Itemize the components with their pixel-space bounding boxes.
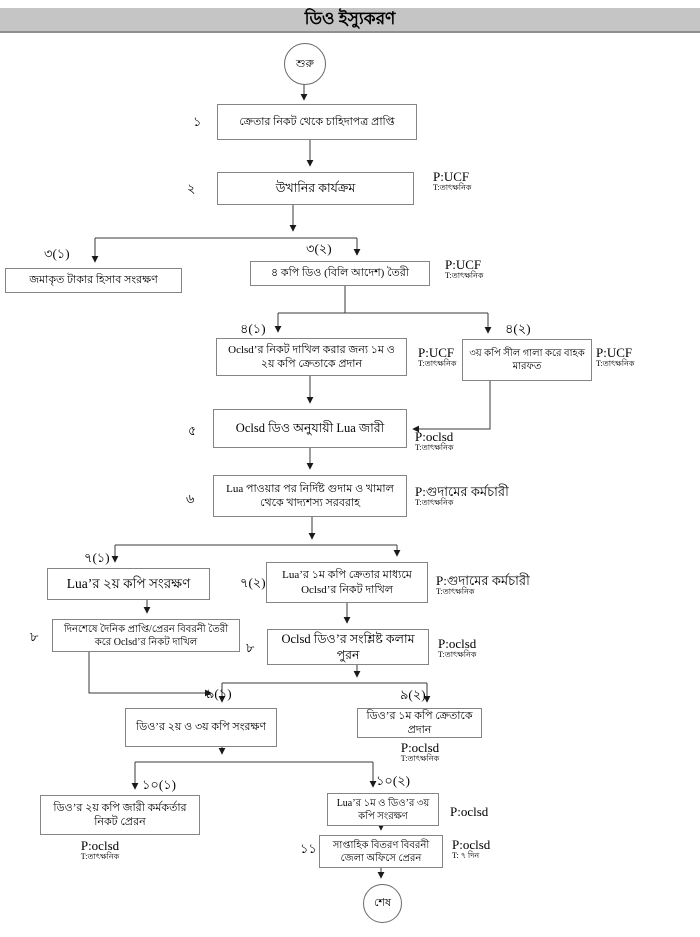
step3b-box: ৪ কপি ডিও (বিলি আদেশ) তৈরী bbox=[250, 261, 430, 286]
step9a-number: ৯(১) bbox=[206, 686, 232, 701]
process-time: T:তাৎক্ষনিক bbox=[80, 852, 120, 862]
process-owner: P:UCF bbox=[445, 257, 482, 272]
process-owner: P:oclsd bbox=[452, 837, 491, 852]
step7a-box: Lua’র ২য় কপি সংরক্ষণ bbox=[47, 568, 210, 600]
step10b-number: ১০(২) bbox=[376, 773, 410, 788]
step9b-text: ডিও’র ১ম কপি ক্রেতাকে প্রদান bbox=[366, 709, 473, 736]
step11-annotation: P:oclsd T: ৭ দিন bbox=[452, 837, 491, 861]
process-time: T:তাৎক্ষনিক bbox=[418, 359, 457, 369]
step9b-box: ডিও’র ১ম কপি ক্রেতাকে প্রদান bbox=[357, 708, 482, 738]
step4a-annotation: P:UCF T:তাৎক্ষনিক bbox=[418, 345, 457, 369]
process-time: T:তাৎক্ষনিক bbox=[596, 359, 635, 369]
step10a-text: ডিও’র ২য় কপি জারী কর্মকর্তার নিকট প্রের… bbox=[53, 801, 187, 828]
step10b-text: Lua’র ১ম ও ডিও’র ৩য় কপি সংরক্ষণ bbox=[336, 797, 430, 822]
step4a-text: Oclsd’র নিকট দাখিল করার জন্য ১ম ও ২য় কপ… bbox=[228, 343, 395, 370]
step4b-number: ৪(২) bbox=[505, 321, 531, 336]
step2-annotation: P:UCF T:তাৎক্ষনিক bbox=[433, 169, 472, 193]
step8b-annotation: P:oclsd T:তাৎক্ষনিক bbox=[438, 636, 477, 660]
step9b-number: ৯(২) bbox=[400, 687, 426, 702]
step6-number: ৬ bbox=[186, 491, 195, 506]
step3b-text: ৪ কপি ডিও (বিলি আদেশ) তৈরী bbox=[271, 267, 409, 280]
step8b-text: Oclsd ডিও’র সংশ্লিষ্ট কলাম পুরন bbox=[281, 631, 415, 662]
step7b-text: Lua’র ১ম কপি ক্রেতার মাধ্যমে Oclsd’র নিক… bbox=[282, 569, 412, 596]
step3a-box: জমাকৃত টাকার হিসাব সংরক্ষণ bbox=[5, 268, 182, 293]
step2-number: ২ bbox=[187, 181, 196, 196]
process-owner: P:গুদামের কর্মচারী bbox=[436, 573, 530, 588]
page-title: ডিও ইস্যুকরণ bbox=[0, 8, 700, 33]
step8a-text: দিনশেষে দৈনিক প্রাপ্তি/প্রেরন বিবরনী তৈর… bbox=[63, 623, 229, 648]
process-time: T:তাৎক্ষনিক bbox=[438, 650, 477, 660]
step2-box: উখানির কার্যক্রম bbox=[217, 172, 414, 205]
step7b-annotation: P:গুদামের কর্মচারী T:তাৎক্ষনিক bbox=[436, 573, 530, 597]
step4a-box: Oclsd’র নিকট দাখিল করার জন্য ১ম ও ২য় কপ… bbox=[216, 338, 407, 376]
step10a-number: ১০(১) bbox=[142, 777, 176, 792]
step4b-annotation: P:UCF T:তাৎক্ষনিক bbox=[596, 345, 635, 369]
process-owner: P:oclsd bbox=[438, 636, 477, 651]
step10b-box: Lua’র ১ম ও ডিও’র ৩য় কপি সংরক্ষণ bbox=[327, 793, 439, 826]
step3b-annotation: P:UCF T:তাৎক্ষনিক bbox=[445, 257, 484, 281]
step4b-box: ৩য় কপি সীল গালা করে বাহক মারফত bbox=[462, 339, 592, 381]
process-time: T:তাৎক্ষনিক bbox=[415, 443, 454, 453]
step4a-number: ৪(১) bbox=[240, 321, 266, 336]
process-owner: P:UCF bbox=[596, 345, 633, 360]
step10b-annotation: P:oclsd bbox=[450, 804, 489, 819]
step9a-box: ডিও’র ২য় ও ৩য় কপি সংরক্ষণ bbox=[125, 708, 277, 747]
step9a-text: ডিও’র ২য় ও ৩য় কপি সংরক্ষণ bbox=[135, 721, 267, 734]
process-owner: P:oclsd bbox=[415, 429, 454, 444]
step7b-number: ৭(২) bbox=[240, 575, 266, 590]
process-owner: P:oclsd bbox=[80, 838, 120, 853]
step7b-box: Lua’র ১ম কপি ক্রেতার মাধ্যমে Oclsd’র নিক… bbox=[266, 562, 428, 603]
process-time: T:তাৎক্ষনিক bbox=[400, 754, 440, 764]
process-time: T:তাৎক্ষনিক bbox=[433, 183, 472, 193]
end-label: শেষ bbox=[373, 897, 392, 909]
step8a-number: ৮ bbox=[30, 629, 39, 644]
process-time: T:তাৎক্ষনিক bbox=[415, 498, 454, 508]
step7a-number: ৭(১) bbox=[84, 550, 110, 565]
step3a-text: জমাকৃত টাকার হিসাব সংরক্ষণ bbox=[29, 274, 158, 287]
step2-text: উখানির কার্যক্রম bbox=[275, 181, 356, 196]
process-owner: P:oclsd bbox=[400, 740, 440, 755]
step3b-number: ৩(২) bbox=[306, 241, 332, 256]
step10a-box: ডিও’র ২য় কপি জারী কর্মকর্তার নিকট প্রের… bbox=[40, 795, 200, 835]
process-owner: P:oclsd bbox=[450, 804, 489, 819]
process-owner: P:UCF bbox=[418, 345, 455, 360]
process-time: T: ৭ দিন bbox=[452, 851, 480, 861]
step5-text: Oclsd ডিও অনুযায়ী Lua জারী bbox=[235, 421, 385, 436]
step6-box: Lua পাওয়ার পর নির্দিষ্ট গুদাম ও খামাল থ… bbox=[213, 475, 407, 517]
process-time: T:তাৎক্ষনিক bbox=[436, 587, 475, 597]
step8a-box: দিনশেষে দৈনিক প্রাপ্তি/প্রেরন বিবরনী তৈর… bbox=[52, 619, 240, 652]
step6-annotation: P:গুদামের কর্মচারী T:তাৎক্ষনিক bbox=[415, 484, 509, 508]
step9b-annotation: P:oclsd T:তাৎক্ষনিক bbox=[390, 740, 450, 764]
step1-number: ১ bbox=[193, 114, 202, 129]
step1-text: ক্রেতার নিকট থেকে চাহিদাপত্র প্রাপ্তি bbox=[239, 115, 395, 128]
start-terminator: শুরু bbox=[284, 43, 326, 85]
step5-number: ৫ bbox=[188, 423, 197, 438]
step1-box: ক্রেতার নিকট থেকে চাহিদাপত্র প্রাপ্তি bbox=[217, 104, 417, 140]
step11-text: সাপ্তাহিক বিতরণ বিবরনী জেলা অফিসে প্রেরন bbox=[332, 839, 430, 864]
end-terminator: শেষ bbox=[363, 884, 402, 923]
step5-box: Oclsd ডিও অনুযায়ী Lua জারী bbox=[213, 409, 407, 448]
step4b-text: ৩য় কপি সীল গালা করে বাহক মারফত bbox=[469, 348, 585, 372]
step7a-text: Lua’র ২য় কপি সংরক্ষণ bbox=[66, 576, 191, 592]
process-owner: P:UCF bbox=[433, 169, 470, 184]
step6-text: Lua পাওয়ার পর নির্দিষ্ট গুদাম ও খামাল থ… bbox=[226, 482, 394, 509]
step10a-annotation: P:oclsd T:তাৎক্ষনিক bbox=[70, 838, 130, 862]
process-owner: P:গুদামের কর্মচারী bbox=[415, 484, 509, 499]
step5-annotation: P:oclsd T:তাৎক্ষনিক bbox=[415, 429, 454, 453]
step8b-number: ৮ bbox=[246, 640, 255, 655]
step3a-number: ৩(১) bbox=[44, 246, 70, 261]
step8b-box: Oclsd ডিও’র সংশ্লিষ্ট কলাম পুরন bbox=[267, 629, 429, 665]
step11-number: ১১ bbox=[300, 841, 317, 856]
start-label: শুরু bbox=[296, 57, 314, 70]
process-time: T:তাৎক্ষনিক bbox=[445, 271, 484, 281]
step11-box: সাপ্তাহিক বিতরণ বিবরনী জেলা অফিসে প্রেরন bbox=[319, 835, 443, 868]
